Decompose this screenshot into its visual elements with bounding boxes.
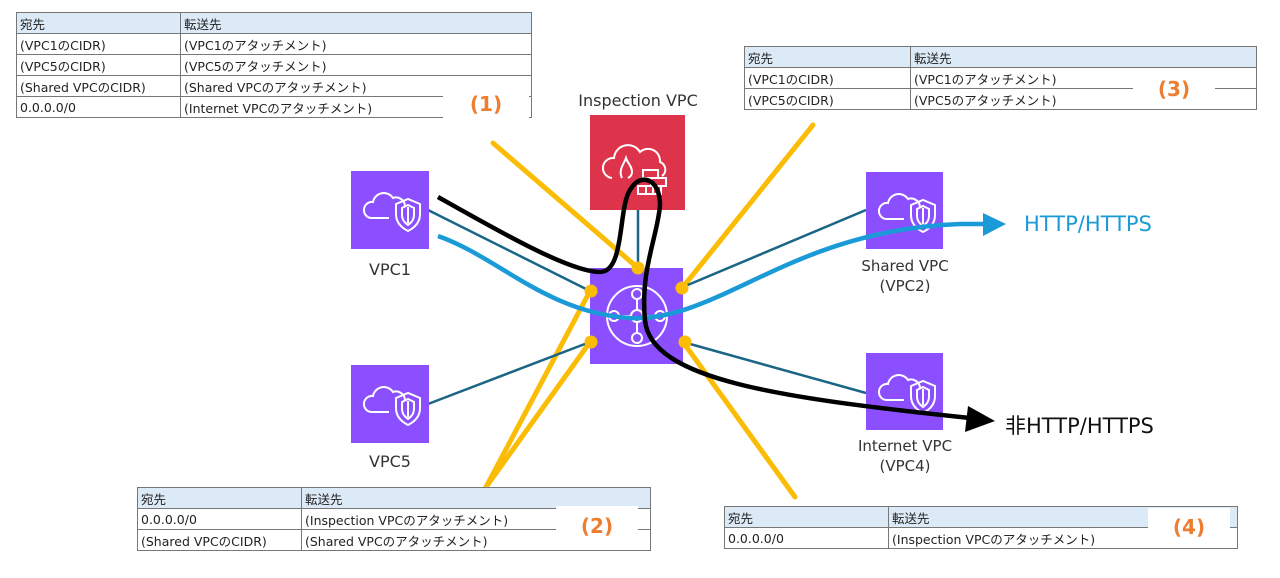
shared-vpc-node[interactable] — [866, 172, 943, 249]
route-table-3-tag: (3) — [1133, 69, 1215, 105]
table-row: (VPC1のCIDR) (VPC1のアタッチメント) — [16, 33, 532, 55]
link-vpc1-tgw — [427, 208, 591, 293]
non-http-flow-label: 非HTTP/HTTPS — [1005, 414, 1154, 438]
shared-vpc-label: Shared VPC (VPC2) — [830, 256, 980, 296]
http-flow-path — [437, 221, 985, 321]
vpc1-label: VPC1 — [369, 260, 411, 279]
route-connector-1 — [490, 140, 641, 271]
cell-destination: (VPC5のCIDR) — [16, 54, 181, 76]
header-destination: 宛先 — [744, 46, 911, 68]
non-http-flow-arrowhead — [965, 406, 995, 432]
attachment-dot-inspection[interactable] — [631, 261, 645, 275]
route-connector-2a — [483, 288, 593, 490]
non-http-flow-path — [436, 177, 971, 421]
internet-vpc-label-id: (VPC4) — [879, 457, 931, 475]
internet-vpc-node[interactable] — [866, 353, 943, 430]
attachment-dot-internet[interactable] — [678, 335, 692, 349]
cell-destination: (VPC1のCIDR) — [16, 33, 181, 55]
route-table-2: 宛先 転送先 0.0.0.0/0 (Inspection VPCのアタッチメント… — [137, 487, 651, 551]
cell-target: (Shared VPCのアタッチメント) — [301, 529, 651, 551]
network-firewall-icon — [602, 144, 667, 195]
route-table-3: 宛先 転送先 (VPC1のCIDR) (VPC1のアタッチメント) (VPC5の… — [744, 46, 1257, 110]
link-vpc5-tgw — [427, 340, 591, 406]
attachment-dot-vpc1[interactable] — [584, 284, 598, 298]
table-header-row: 宛先 転送先 — [16, 12, 532, 34]
header-target: 転送先 — [301, 487, 651, 509]
vpc5-node[interactable] — [351, 365, 429, 443]
attachment-dot-vpc5[interactable] — [584, 335, 598, 349]
cell-destination: (VPC1のCIDR) — [744, 67, 911, 89]
vpc-shield-icon — [362, 192, 421, 233]
header-destination: 宛先 — [16, 12, 181, 34]
attachment-dot-shared[interactable] — [675, 281, 689, 295]
header-target: 転送先 — [180, 12, 532, 34]
vpc1-node[interactable] — [351, 171, 429, 249]
cell-target: (VPC1のアタッチメント) — [180, 33, 532, 55]
route-table-2-tag: (2) — [556, 506, 638, 542]
header-destination: 宛先 — [724, 506, 889, 528]
inspection-vpc-node[interactable] — [590, 115, 685, 210]
shared-vpc-label-name: Shared VPC — [861, 257, 949, 275]
cell-destination: (Shared VPCのCIDR) — [137, 529, 302, 551]
shared-vpc-label-id: (VPC2) — [879, 277, 931, 295]
internet-vpc-label: Internet VPC (VPC4) — [830, 436, 980, 476]
route-table-1-tag: (1) — [443, 86, 529, 122]
http-flow-label: HTTP/HTTPS — [1024, 212, 1152, 236]
vpc5-label: VPC5 — [369, 452, 411, 471]
table-row: (Shared VPCのCIDR) (Shared VPCのアタッチメント) — [137, 529, 651, 551]
http-flow-arrowhead — [983, 213, 1006, 236]
link-shared-tgw — [682, 208, 867, 289]
route-table-4-tag: (4) — [1148, 508, 1230, 544]
header-target: 転送先 — [910, 46, 1257, 68]
cell-destination: 0.0.0.0/0 — [137, 508, 302, 530]
vpc-shield-icon — [362, 386, 421, 427]
internet-vpc-label-name: Internet VPC — [857, 437, 953, 455]
header-destination: 宛先 — [137, 487, 302, 509]
cell-destination: (Shared VPCのCIDR) — [16, 75, 181, 97]
cell-destination: (VPC5のCIDR) — [744, 88, 911, 110]
inspection-vpc-label: Inspection VPC — [578, 91, 698, 110]
route-connector-2b — [483, 339, 593, 490]
cell-target: (VPC5のアタッチメント) — [180, 54, 532, 76]
route-connector-3 — [680, 122, 816, 290]
table-row: (VPC5のCIDR) (VPC5のアタッチメント) — [16, 54, 532, 76]
table-header-row: 宛先 転送先 — [744, 46, 1257, 68]
cell-destination: 0.0.0.0/0 — [16, 96, 181, 118]
link-internet-tgw — [682, 340, 867, 395]
route-connector-4 — [680, 339, 798, 500]
table-header-row: 宛先 転送先 — [137, 487, 651, 509]
cell-destination: 0.0.0.0/0 — [724, 527, 889, 549]
